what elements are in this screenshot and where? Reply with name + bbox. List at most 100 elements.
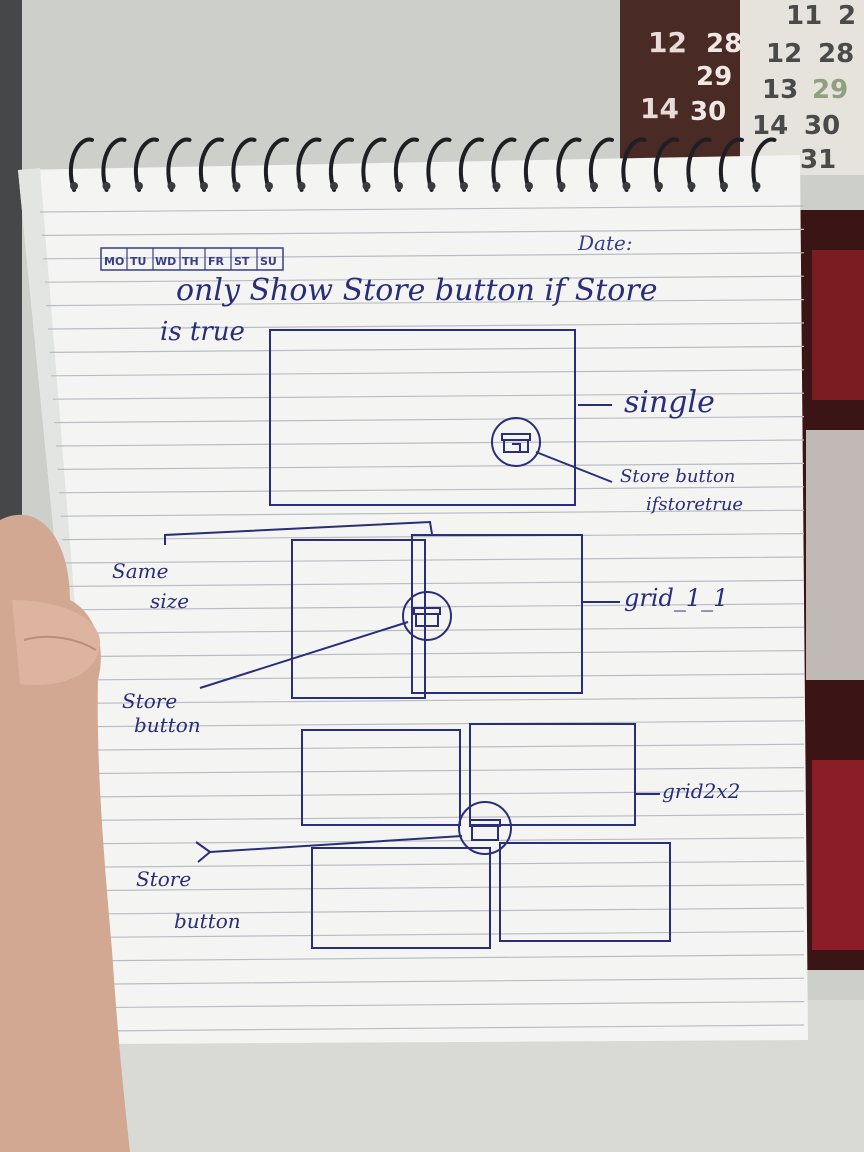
spiral-hole <box>752 182 761 190</box>
rule-line <box>87 907 805 915</box>
rule-line <box>89 930 805 939</box>
rule-line <box>62 532 805 541</box>
weekday-su: SU <box>260 255 277 268</box>
store-button-circle <box>402 591 452 641</box>
rule-line <box>49 345 805 353</box>
spiral-coil <box>426 137 452 192</box>
grid-2x2-bottom-left-rect <box>311 847 491 949</box>
spiral-coil <box>718 137 744 192</box>
spiral-hole <box>135 182 143 190</box>
note-line-1: only Show Store button if Store <box>176 273 657 308</box>
spiral-coil <box>101 137 127 192</box>
grid-1-1-callout-line2: button <box>134 713 201 737</box>
spiral-coil <box>458 137 484 192</box>
red-object <box>800 210 864 970</box>
brace-note: Same <box>112 559 168 583</box>
calendar-number: 29 <box>696 62 732 92</box>
spiral-hole <box>167 182 176 190</box>
weekday-tu: TU <box>130 255 146 268</box>
store-icon <box>501 433 531 453</box>
spiral-hole <box>232 182 241 190</box>
calendar-number: 12 <box>648 26 687 59</box>
spiral-hole <box>362 182 371 190</box>
rule-line <box>83 837 805 845</box>
sketch-single <box>269 329 613 506</box>
spiral-hole <box>265 182 273 190</box>
single-label: single <box>624 385 715 420</box>
spiral-coil <box>198 137 224 192</box>
note-line-2: is true <box>160 317 245 347</box>
grid-2x2-top-right-rect <box>469 723 636 826</box>
weekday-fr: FR <box>208 255 225 268</box>
sketch-grid-2x2 <box>195 723 671 949</box>
spiral-binding <box>68 137 777 192</box>
spiral-coil <box>166 137 192 192</box>
calendar-number: 2 <box>838 1 856 31</box>
spiral-coil <box>621 137 647 192</box>
calendar-number: 11 <box>786 1 822 31</box>
weekday-th: TH <box>182 255 199 268</box>
weekday-wd: WD <box>155 255 176 268</box>
spiral-hole <box>655 182 663 190</box>
rule-line <box>60 509 805 517</box>
grid-2x2-top-left-rect <box>301 729 461 826</box>
rule-line <box>95 1024 805 1032</box>
spiral-coil <box>686 137 712 192</box>
brace-note-line2: size <box>150 589 189 613</box>
rule-line <box>54 416 805 424</box>
rule-line <box>73 696 805 705</box>
single-callout-line2: ifstoretrue <box>646 494 743 515</box>
store-icon <box>413 607 441 627</box>
rule-line <box>86 883 805 892</box>
grid-2x2-label: grid2x2 <box>662 779 740 803</box>
grid-2x2-callout-arrow <box>195 835 463 863</box>
rule-line <box>68 626 805 634</box>
spiral-hole <box>687 182 696 190</box>
store-button-circle <box>458 801 512 855</box>
rule-line <box>92 977 805 985</box>
grid-2x2-callout: Store <box>136 867 191 891</box>
spiral-coil <box>296 137 322 192</box>
single-callout: Store button <box>620 466 735 487</box>
calendar-number: 12 <box>766 39 802 69</box>
rule-line <box>75 720 805 728</box>
rule-line <box>59 486 805 494</box>
dark-edge <box>0 0 22 520</box>
rule-line <box>43 252 805 260</box>
spiral-hole <box>427 182 436 190</box>
single-callout-line <box>535 451 613 483</box>
rule-line <box>57 462 805 470</box>
calendar-number: 14 <box>640 92 679 125</box>
store-icon <box>469 819 501 841</box>
weekday-stamp: MO TU WD TH FR ST SU Date: <box>100 231 633 271</box>
rule-line <box>39 205 805 213</box>
spiral-coil <box>653 137 679 192</box>
rule-line <box>78 766 805 775</box>
rule-line <box>94 1000 805 1009</box>
calendar-number: 30 <box>690 97 726 127</box>
grid-1-1-right-rect <box>411 534 583 694</box>
sketch-grid-1-1 <box>164 520 620 699</box>
rule-line <box>63 556 805 564</box>
wall-calendar: 12 14 28 29 30 11 12 13 14 2 28 29 30 31 <box>620 0 864 175</box>
rule-line <box>44 275 805 283</box>
grid-1-1-left-rect <box>291 539 426 699</box>
spiral-hole <box>200 182 208 190</box>
calendar-number: 30 <box>804 111 840 141</box>
spiral-hole <box>720 182 728 190</box>
spiral-hole <box>492 182 501 190</box>
calendar-number: 14 <box>752 111 788 141</box>
rule-line <box>84 860 805 868</box>
calendar-number: 31 <box>800 145 836 175</box>
spiral-hole <box>557 182 566 190</box>
rule-line <box>47 322 805 330</box>
grid-1-1-label: grid_1_1 <box>624 584 728 612</box>
hand <box>0 514 130 1152</box>
calendar-number: 13 <box>762 75 798 105</box>
rule-line <box>76 743 805 751</box>
size-brace <box>164 520 433 545</box>
grid-2x2-bottom-right-rect <box>499 842 671 942</box>
rule-line <box>51 369 805 377</box>
calendar-number: 29 <box>812 75 848 105</box>
